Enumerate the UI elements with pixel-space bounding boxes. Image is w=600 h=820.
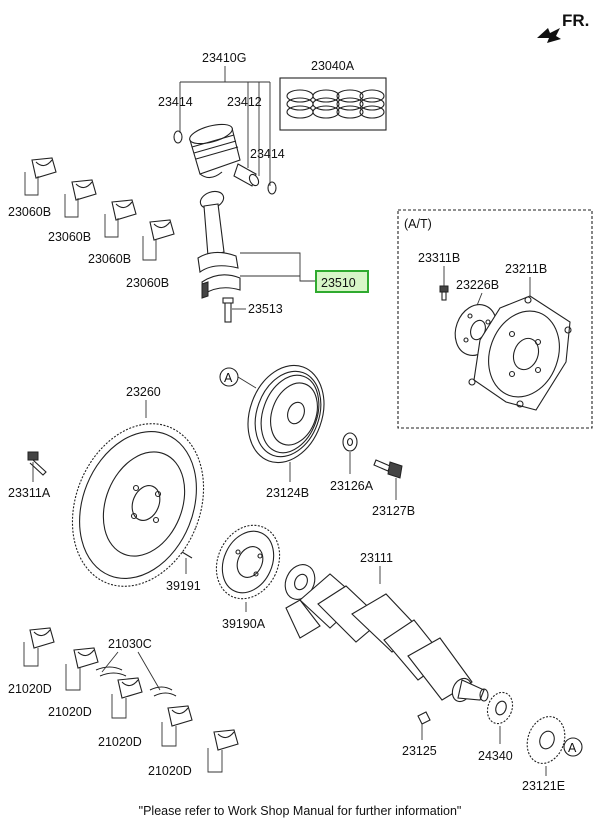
- reference-marker-bottom: A: [568, 741, 577, 755]
- part-23040A-label: 23040A: [311, 59, 355, 73]
- part-23414-label: 23414: [158, 95, 193, 109]
- flywheel-icon: [71, 423, 205, 587]
- bearing-icon: [31, 157, 57, 179]
- part-23513-label: 23513: [248, 302, 283, 316]
- footer-note: "Please refer to Work Shop Manual for fu…: [139, 804, 462, 818]
- washer-icon: [342, 432, 358, 452]
- rod-bolt-icon: [222, 297, 234, 323]
- woodruff-key-icon: [417, 711, 431, 725]
- part-23412-label: 23412: [227, 95, 262, 109]
- bearing-icon: [111, 199, 137, 221]
- part-23311B-label: 23311B: [418, 251, 460, 265]
- sensor-wheel-icon: [215, 524, 281, 600]
- reference-marker-icon: [563, 737, 583, 757]
- part-21020D-label: 21020D: [48, 705, 92, 719]
- part-23510-label: 23510: [321, 276, 356, 290]
- part-39191-label: 39191: [166, 579, 201, 593]
- bearing-icon: [73, 647, 99, 669]
- timing-sprocket-icon: [526, 716, 566, 764]
- part-23260-label: 23260: [126, 385, 161, 399]
- part-23414-label: 23414: [250, 147, 285, 161]
- bolt-icon: [27, 451, 47, 476]
- connecting-rod-icon: [197, 190, 241, 299]
- damper-pulley-icon: [247, 364, 325, 464]
- reference-marker-top: A: [224, 371, 233, 385]
- sprocket-icon: [486, 691, 514, 725]
- part-21020D-label: 21020D: [8, 682, 52, 696]
- part-23311A-label: 23311A: [8, 486, 51, 500]
- front-direction-arrow-icon: [537, 28, 561, 43]
- part-39190A-label: 39190A: [222, 617, 266, 631]
- bearing-icon: [117, 677, 143, 699]
- part-24340-label: 24340: [478, 749, 513, 763]
- snap-ring-icon: [267, 181, 277, 195]
- drive-plate-icon: [468, 295, 572, 411]
- part-23060B-label: 23060B: [48, 230, 91, 244]
- thrust-washer-icon: [95, 666, 177, 697]
- snap-ring-icon: [173, 130, 183, 144]
- bearing-icon: [149, 219, 175, 241]
- part-23126A-label: 23126A: [330, 479, 374, 493]
- piston-pin-icon: [233, 163, 260, 187]
- bolt-icon: [439, 285, 449, 301]
- bearing-icon: [213, 729, 239, 751]
- part-23127B-label: 23127B: [372, 504, 415, 518]
- leader-23510: [240, 252, 316, 282]
- at-group-label: (A/T): [404, 217, 432, 231]
- direction-label: FR.: [562, 11, 589, 30]
- part-23410G-label: 23410G: [202, 51, 246, 65]
- part-23060B-label: 23060B: [126, 276, 169, 290]
- at-group-box: [397, 209, 593, 429]
- part-23121E-label: 23121E: [522, 779, 565, 793]
- bearing-icon: [167, 705, 193, 727]
- part-23124B-label: 23124B: [266, 486, 309, 500]
- pulley-bolt-icon: [373, 459, 403, 479]
- part-23060B-label: 23060B: [8, 205, 51, 219]
- part-21020D-label: 21020D: [98, 735, 142, 749]
- piston-ring-set-box: [279, 77, 387, 131]
- piston-icon: [189, 123, 241, 179]
- crankshaft-icon: [284, 564, 489, 703]
- part-23226B-label: 23226B: [456, 278, 499, 292]
- bearing-icon: [29, 627, 55, 649]
- part-23111-label: 23111: [360, 551, 393, 565]
- part-21030C-label: 21030C: [108, 637, 152, 651]
- pin-icon: [181, 551, 193, 559]
- part-23060B-label: 23060B: [88, 252, 131, 266]
- part-21020D-label: 21020D: [148, 764, 192, 778]
- bearing-icon: [71, 179, 97, 201]
- part-23125-label: 23125: [402, 744, 437, 758]
- piston-rings-icon: [286, 89, 385, 119]
- part-23211B-label: 23211B: [505, 262, 547, 276]
- part-23510-highlight-box[interactable]: [315, 270, 369, 293]
